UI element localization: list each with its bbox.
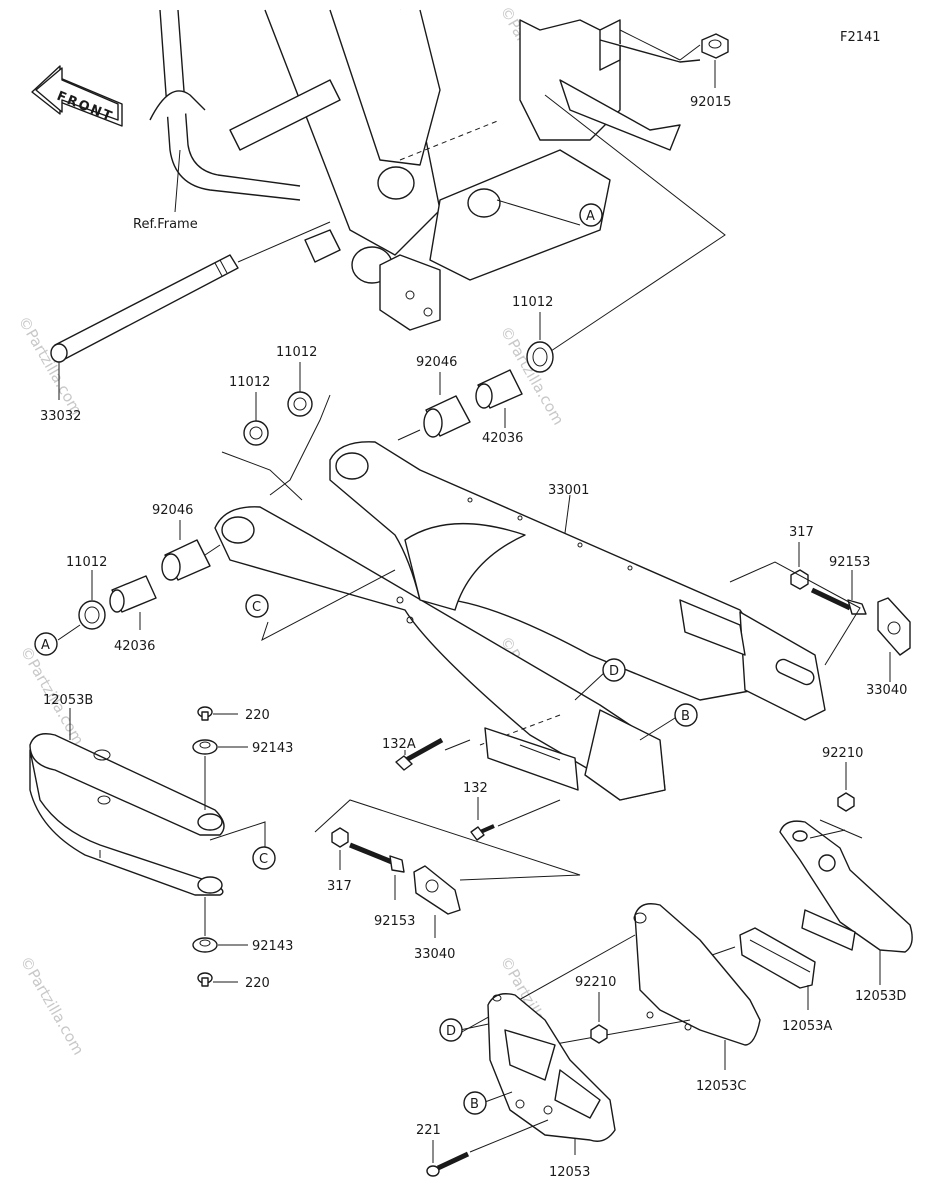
chain-slider-12053b: 12053B	[29, 693, 266, 896]
callout-letter: D	[609, 664, 619, 679]
nut-317-right: 317	[789, 525, 814, 590]
part-label-11012: 11012	[229, 375, 270, 390]
ref-frame-label: Ref.Frame	[133, 217, 198, 232]
part-label-132: 132	[463, 781, 488, 796]
callout-letter: D	[446, 1024, 456, 1039]
part-label-317: 317	[789, 525, 814, 540]
watermark: ©Partzilla.com	[15, 313, 86, 418]
part-label-11012: 11012	[276, 345, 317, 360]
part-label-220: 220	[245, 976, 270, 991]
callout-c-upper: C	[245, 594, 269, 618]
callout-letter: C	[259, 852, 268, 867]
callout-letter: B	[681, 709, 690, 724]
pivot-shaft-33032: 33032	[40, 221, 331, 424]
bolt-92153-left: 92153	[349, 842, 415, 929]
bearing-92046-left: 92046	[152, 503, 211, 581]
chain-guide-12053: 12053	[487, 993, 616, 1180]
screw-220-top: 220	[197, 706, 270, 723]
part-label-221: 221	[416, 1123, 441, 1138]
part-label-92143: 92143	[252, 741, 293, 756]
nut-92210-left: 92210	[575, 975, 616, 1044]
callout-c-lower: C	[252, 846, 276, 870]
part-label-42036: 42036	[114, 639, 155, 654]
part-label-92046: 92046	[416, 355, 457, 370]
part-label-92153: 92153	[829, 555, 870, 570]
part-label-92015: 92015	[690, 95, 731, 110]
guide-plate-12053d: 12053D	[779, 820, 913, 1004]
part-label-12053a: 12053A	[782, 1019, 832, 1034]
part-label-92046: 92046	[152, 503, 193, 518]
seal-11012-left: 11012	[66, 555, 107, 630]
nut-317-left: 317	[327, 827, 352, 894]
washer-92143-top: 92143	[192, 739, 293, 756]
part-label-33040: 33040	[866, 683, 907, 698]
part-label-132a: 132A	[382, 737, 416, 752]
washer-92143-bottom: 92143	[192, 937, 293, 954]
part-label-92210: 92210	[822, 746, 863, 761]
guide-plate-12053c: 12053C	[633, 903, 761, 1094]
bolt-92153-right: 92153	[810, 555, 870, 615]
diagram-code: F2141	[840, 30, 881, 45]
front-arrow-icon: FRONT	[31, 65, 123, 127]
callout-letter: A	[41, 638, 50, 653]
seal-11012-mid-a: 11012	[229, 375, 270, 446]
bearing-92046-top: 92046	[416, 355, 471, 438]
part-label-12053d: 12053D	[855, 989, 906, 1004]
seal-11012-mid-b: 11012	[276, 345, 317, 417]
part-label-12053b: 12053B	[43, 693, 93, 708]
bolt-221: 221	[416, 1123, 470, 1177]
callout-a-left: A	[34, 632, 58, 656]
part-label-12053: 12053	[549, 1165, 590, 1180]
watermark: ©Partzilla.com	[17, 953, 88, 1058]
part-label-11012: 11012	[66, 555, 107, 570]
guide-pad-12053a: 12053A	[739, 927, 832, 1034]
part-label-92210: 92210	[575, 975, 616, 990]
frame-reference: Ref.Frame	[133, 9, 701, 331]
part-label-11012: 11012	[512, 295, 553, 310]
adjuster-33040-left: 33040	[413, 865, 461, 962]
callout-d-upper: D	[602, 658, 626, 682]
part-label-92153: 92153	[374, 914, 415, 929]
part-label-92143: 92143	[252, 939, 293, 954]
screw-220-bottom: 220	[197, 972, 270, 991]
seal-11012-top: 11012	[512, 295, 554, 373]
part-label-33001: 33001	[548, 483, 589, 498]
callout-letter: B	[470, 1097, 479, 1112]
nut-92015: 92015	[619, 29, 731, 110]
callout-b-upper: B	[674, 703, 698, 727]
bolt-132: 132	[463, 781, 495, 841]
part-label-220: 220	[245, 708, 270, 723]
nut-92210-right: 92210	[822, 746, 863, 812]
part-label-12053c: 12053C	[696, 1079, 746, 1094]
callout-b-lower: B	[463, 1091, 487, 1115]
adjuster-33040-right: 33040	[866, 597, 911, 698]
callout-letter: C	[252, 600, 261, 615]
callout-d-lower: D	[439, 1018, 463, 1042]
bolt-132a: 132A	[382, 737, 444, 771]
part-label-33040: 33040	[414, 947, 455, 962]
callout-letter: A	[586, 209, 595, 224]
part-label-42036: 42036	[482, 431, 523, 446]
chain-guide-block	[484, 727, 579, 791]
sleeve-42036-top: 42036	[475, 369, 523, 446]
part-label-317: 317	[327, 879, 352, 894]
swingarm-33001: 33001	[214, 441, 826, 801]
sleeve-42036-left: 42036	[109, 575, 157, 654]
part-label-33032: 33032	[40, 409, 81, 424]
callout-a-top: A	[579, 203, 603, 227]
